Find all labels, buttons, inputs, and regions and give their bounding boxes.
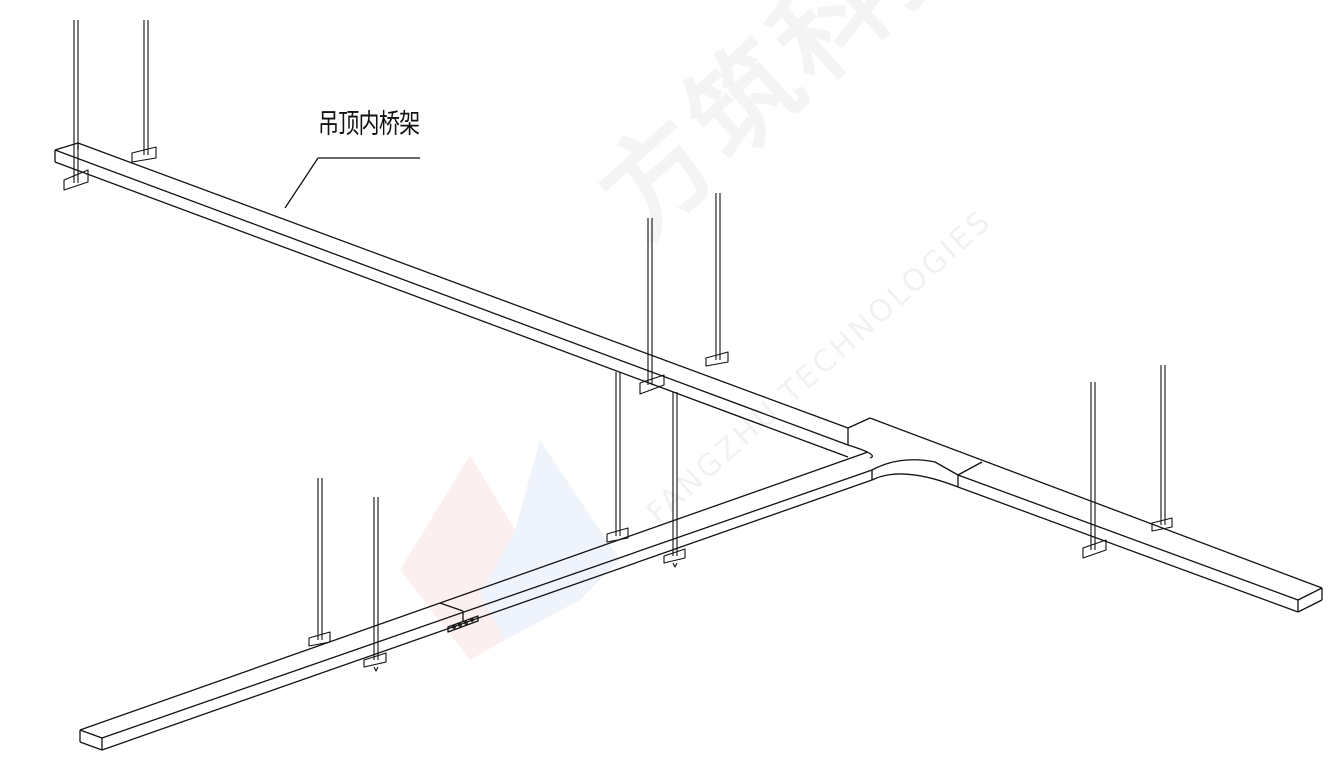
watermark-logo (400, 440, 620, 660)
lower-cable-tray (79, 451, 873, 751)
upper-cable-tray (54, 142, 1323, 613)
hanger-rod (308, 478, 331, 647)
hanger-rod (639, 218, 665, 395)
callout-leader (284, 157, 420, 209)
hanger-rod (663, 392, 686, 568)
hanger-rod (606, 372, 629, 543)
hanger-rod (1151, 365, 1173, 532)
hanger-rod (131, 20, 157, 163)
splice-plate (447, 615, 479, 633)
hanger-rod (705, 193, 729, 367)
watermark-logo-blue (480, 440, 620, 640)
hanger-rods (63, 20, 1173, 672)
watermark-logo-red (400, 455, 515, 660)
hanger-rod (363, 497, 387, 672)
hanger-rod (1082, 382, 1107, 559)
hanger-rod (63, 20, 89, 191)
tee-junction (847, 444, 959, 488)
callout-label: 吊顶内桥架 (318, 109, 420, 140)
